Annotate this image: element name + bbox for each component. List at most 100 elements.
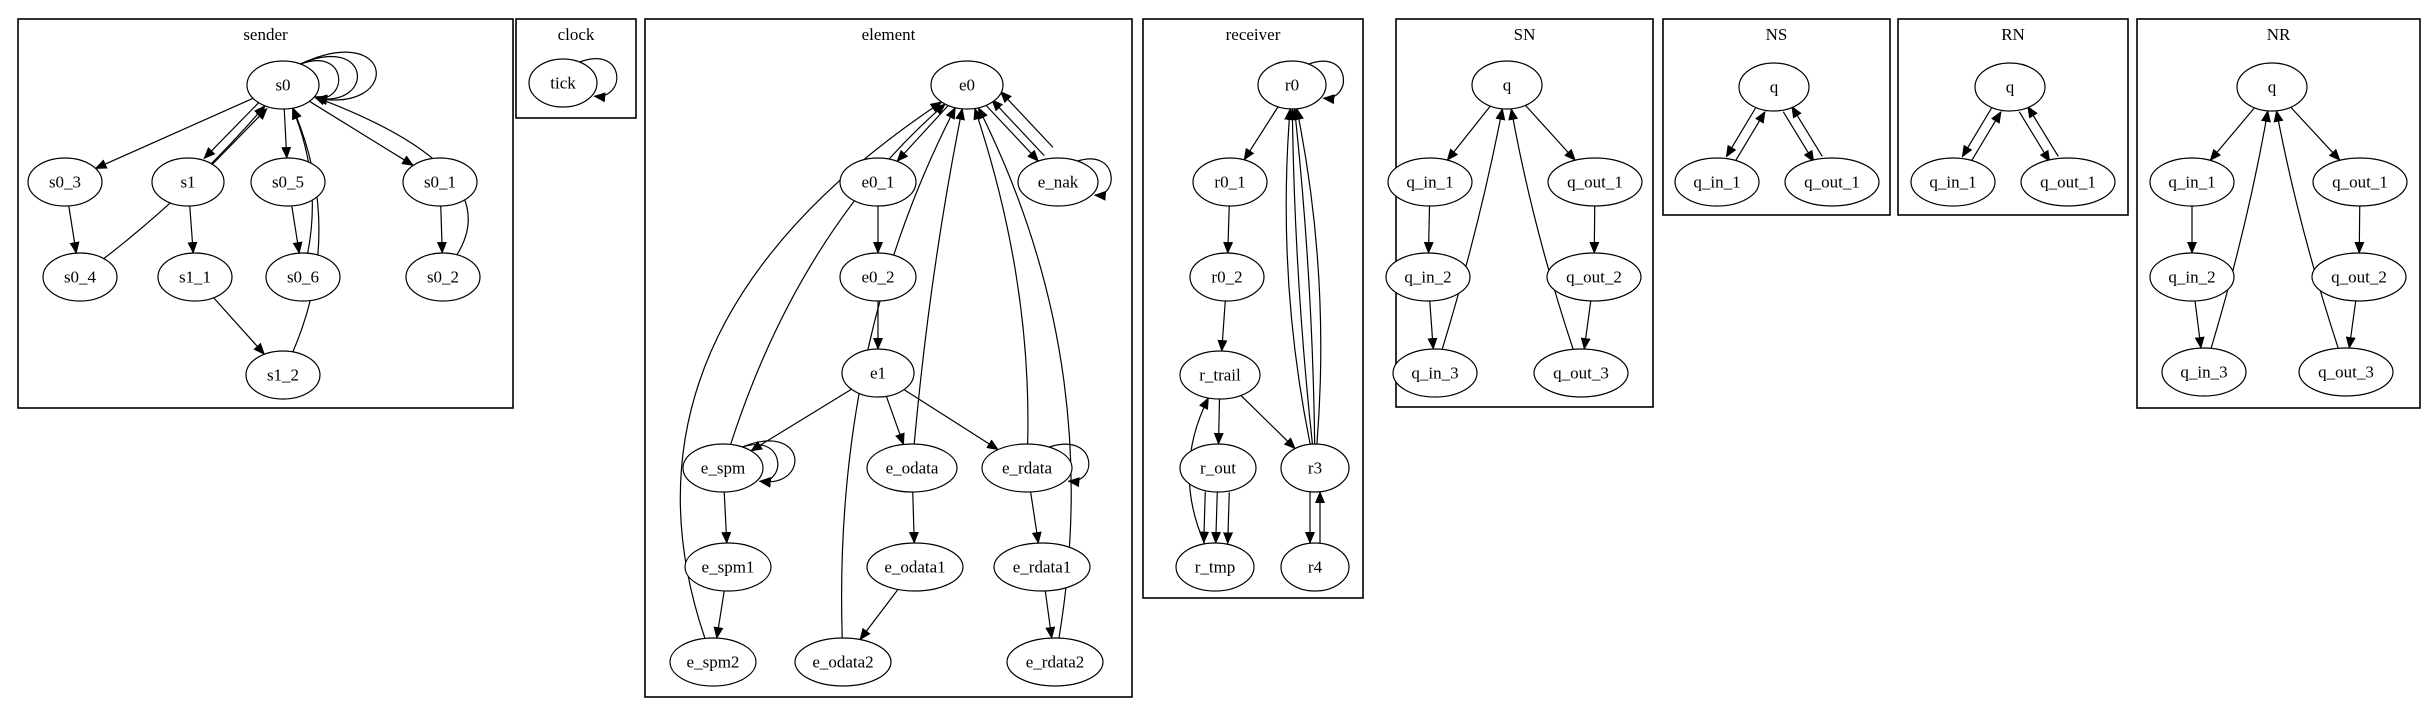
edge-q_in_2-to-q_in_3 [1427, 300, 1438, 351]
edge-r_trail-to-r_out [1213, 398, 1224, 446]
node-RN-q_out_1: q_out_1 [2020, 157, 2116, 207]
edge-e_spm1-to-e_spm2 [713, 590, 725, 640]
edge-r_trail-to-r3 [1240, 395, 1296, 450]
cluster-clock-edges [578, 58, 618, 103]
edge-s1_2-to-s0 [292, 107, 320, 353]
node-NR-q_out_3-shape [2298, 347, 2394, 397]
node-NS-q-label: q [1770, 78, 1779, 97]
edge-q_out_1-to-q [2027, 105, 2059, 157]
edge-s0-to-s0 [298, 56, 359, 105]
node-sender-s1-shape [151, 157, 225, 207]
node-receiver-r0_1-shape [1192, 157, 1268, 207]
edge-r_out-to-r_tmp [1199, 491, 1210, 544]
node-element-e_spm-label: e_spm [701, 459, 745, 478]
node-SN-q_in_1: q_in_1 [1387, 157, 1473, 207]
node-NR-q_in_1-shape [2149, 157, 2235, 207]
node-NS-q: q [1738, 62, 1810, 112]
node-SN-q_out_3: q_out_3 [1533, 348, 1629, 398]
node-element-e_rdata1-shape [993, 542, 1091, 592]
cluster-clock-title: clock [558, 25, 595, 44]
node-NR-q_out_1: q_out_1 [2312, 157, 2408, 207]
edge-e_rdata1-to-e_rdata2 [1044, 590, 1056, 640]
node-receiver-r_out-shape [1179, 443, 1257, 493]
cluster-SN-title: SN [1514, 25, 1536, 44]
edge-e1-to-e_spm [750, 388, 852, 452]
node-SN-q_out_2: q_out_2 [1546, 252, 1642, 302]
node-SN-q_in_2-shape [1385, 252, 1471, 302]
node-element-e_spm2: e_spm2 [669, 637, 757, 687]
cluster-SN-edges [1423, 104, 1600, 351]
node-NR-q_in_3-label: q_in_3 [2180, 363, 2227, 382]
edge-tick-to-tick [578, 58, 618, 103]
node-element-e_spm1-shape [684, 542, 772, 592]
edge-q_in_3-to-q [1441, 107, 1506, 350]
node-receiver-r_tmp: r_tmp [1175, 542, 1255, 592]
node-receiver-r_trail: r_trail [1179, 350, 1261, 400]
node-sender-s1-label: s1 [180, 173, 195, 192]
node-element-e_odata2: e_odata2 [794, 637, 892, 687]
edge-q_in_2-to-q_in_3 [2194, 300, 2205, 350]
node-element-e_nak-shape [1017, 157, 1099, 207]
node-element-e_spm2-label: e_spm2 [687, 653, 740, 672]
node-SN-q-shape [1471, 60, 1543, 110]
node-receiver-r4-shape [1280, 542, 1350, 592]
node-receiver-r0_2-label: r0_2 [1211, 268, 1242, 287]
edge-e_rdata-to-e_rdata1 [1030, 491, 1042, 545]
edge-e_spm-to-e_spm1 [721, 491, 732, 545]
edge-q_in_3-to-q [2210, 109, 2271, 349]
node-element-e0_1: e0_1 [839, 157, 917, 207]
node-SN-q_out_2-label: q_out_2 [1566, 268, 1622, 287]
node-RN-q-shape [1974, 62, 2046, 112]
edge-q-to-q_in_1 [1725, 106, 1757, 158]
cluster-RN-title: RN [2001, 25, 2025, 44]
node-receiver-r_tmp-label: r_tmp [1195, 558, 1236, 577]
edge-e_odata-to-e0 [913, 107, 965, 445]
edge-r3-to-r0 [1284, 107, 1311, 445]
node-NR-q_in_3-shape [2161, 347, 2247, 397]
cluster-sender-border [17, 18, 514, 409]
node-element-e_spm1: e_spm1 [684, 542, 772, 592]
node-sender-s0-shape [246, 60, 320, 110]
node-sender-s0_1: s0_1 [402, 157, 478, 207]
node-SN-q_out_1-shape [1547, 157, 1643, 207]
edge-r0-to-r0_1 [1243, 106, 1279, 161]
edge-r3-to-r0 [1287, 107, 1314, 445]
edge-s0_3-to-s0_4 [68, 205, 80, 255]
edge-s0-to-s0_5 [281, 108, 292, 160]
node-sender-s0_5: s0_5 [250, 157, 326, 207]
node-element-e0_1-shape [839, 157, 917, 207]
edge-e_spm-to-e_spm [740, 440, 796, 488]
node-NS-q_in_1-label: q_in_1 [1693, 173, 1740, 192]
node-element-e_spm1-label: e_spm1 [702, 558, 755, 577]
edge-s0_1-to-s0_2 [436, 205, 447, 255]
node-receiver-r_trail-shape [1179, 350, 1261, 400]
cluster-NR-edges [2187, 106, 2365, 350]
cluster-clock-border [515, 18, 637, 119]
node-clock-tick: tick [528, 58, 598, 108]
node-SN-q_in_2: q_in_2 [1385, 252, 1471, 302]
node-NR-q-label: q [2268, 78, 2277, 97]
node-element-e_spm2-shape [669, 637, 757, 687]
node-NR-q-shape [2236, 62, 2308, 112]
node-SN-q_out_3-label: q_out_3 [1553, 364, 1609, 383]
node-element-e_rdata-label: e_rdata [1002, 459, 1052, 478]
node-element-e_rdata: e_rdata [981, 443, 1073, 493]
node-clock-tick-shape [528, 58, 598, 108]
edge-r0_2-to-r_trail [1217, 300, 1228, 353]
node-NR-q_out_2-shape [2311, 252, 2407, 302]
node-sender-s0_5-label: s0_5 [272, 173, 304, 192]
node-element-e_odata1-label: e_odata1 [884, 558, 945, 577]
node-NR-q_in_2-label: q_in_2 [2168, 268, 2215, 287]
edge-q_in_1-to-q [1970, 110, 2002, 163]
node-receiver-r0_1: r0_1 [1192, 157, 1268, 207]
node-SN-q: q [1471, 60, 1543, 110]
node-element-e0_1-label: e0_1 [861, 173, 894, 192]
cluster-NR-title: NR [2267, 25, 2291, 44]
node-sender-s1_2-label: s1_2 [267, 366, 299, 385]
node-sender-s0: s0 [246, 60, 320, 110]
cluster-receiver-border [1142, 18, 1364, 599]
edge-q-to-q_in_1 [1446, 105, 1491, 161]
edge-q-to-q_in_1 [2209, 107, 2255, 162]
